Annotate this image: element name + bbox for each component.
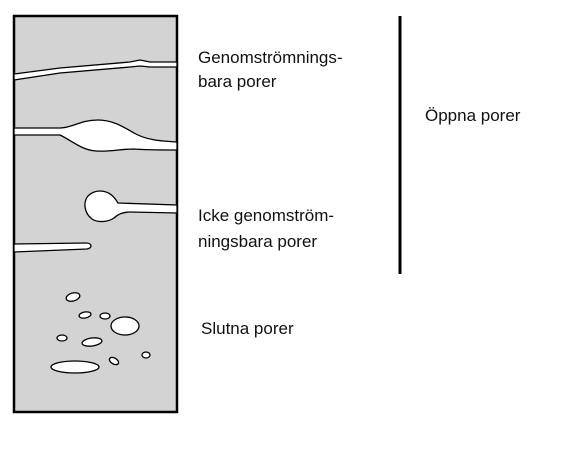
through-pore-channel [13,59,178,81]
through-pores-label-line2: bara porer [198,72,277,91]
blind-pore-channel [13,242,92,253]
closed-pore [78,311,92,319]
closed-pore [56,334,68,342]
closed-pore [65,292,81,302]
through-pores-label-line1: Genomströmnings- [198,48,343,67]
closed-pores [50,292,151,374]
closed-pore [110,316,140,336]
through-pore-bulge [13,119,178,152]
closed-pore [81,337,103,347]
closed-pore [50,360,100,374]
closed-pore [141,351,151,359]
open-pores-label: Öppna porer [425,106,521,125]
blind-pore-bulb [84,190,178,223]
blind-pores-label-line2: ningsbara porer [198,232,318,251]
closed-pore [99,312,111,320]
closed-pores-label: Slutna porer [201,319,294,338]
closed-pore [108,356,120,366]
blind-pores-label-line1: Icke genomström- [198,206,335,225]
